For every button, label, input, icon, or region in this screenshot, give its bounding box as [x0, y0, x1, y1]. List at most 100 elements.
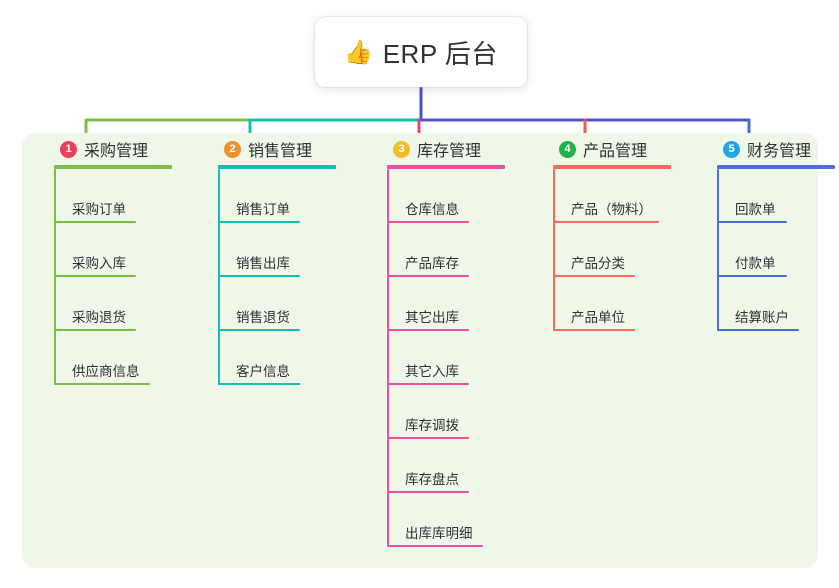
column-header-1[interactable]: 1 采购管理 — [42, 133, 202, 165]
column-title-2: 销售管理 — [248, 143, 313, 160]
list-item-rule — [553, 221, 659, 223]
column-spine-1 — [54, 169, 56, 385]
list-item[interactable]: 出库库明细 — [387, 493, 535, 547]
list-item[interactable]: 产品库存 — [387, 223, 535, 277]
column-badge-3: 3 — [393, 140, 410, 158]
list-item-label: 其它出库 — [405, 310, 459, 326]
column-header-rule-4 — [553, 165, 671, 169]
column-header-5[interactable]: 5 财务管理 — [705, 133, 839, 165]
column-badge-5: 5 — [723, 140, 740, 158]
list-item-label: 出库库明细 — [405, 526, 473, 542]
list-item-rule — [54, 329, 136, 331]
column-title-3: 库存管理 — [417, 143, 482, 160]
list-item-rule — [387, 221, 469, 223]
list-item-rule — [387, 545, 483, 547]
list-item-rule — [387, 383, 469, 385]
list-item[interactable]: 销售退货 — [218, 277, 366, 331]
diagram-panel — [22, 133, 818, 568]
list-item-label: 采购订单 — [72, 202, 126, 218]
list-item[interactable]: 其它出库 — [387, 277, 535, 331]
column-title-5: 财务管理 — [747, 143, 812, 160]
column-items-5: 回款单付款单结算账户 — [717, 169, 839, 331]
thumbs-up-icon: 👍 — [344, 38, 373, 65]
list-item[interactable]: 供应商信息 — [54, 331, 202, 385]
list-item-rule — [218, 221, 300, 223]
list-item-label: 付款单 — [735, 256, 776, 272]
column-2: 2 销售管理销售订单销售出库销售退货客户信息 — [206, 133, 366, 385]
list-item-rule — [387, 437, 469, 439]
list-item[interactable]: 付款单 — [717, 223, 839, 277]
column-5: 5 财务管理回款单付款单结算账户 — [705, 133, 839, 331]
list-item[interactable]: 客户信息 — [218, 331, 366, 385]
root-node-title: ERP 后台 — [382, 38, 498, 69]
list-item-rule — [54, 275, 136, 277]
list-item-label: 仓库信息 — [405, 202, 459, 218]
list-item[interactable]: 采购入库 — [54, 223, 202, 277]
column-items-3: 仓库信息产品库存其它出库其它入库库存调拨库存盘点出库库明细 — [387, 169, 535, 547]
list-item[interactable]: 库存调拨 — [387, 385, 535, 439]
list-item[interactable]: 库存盘点 — [387, 439, 535, 493]
list-item[interactable]: 结算账户 — [717, 277, 839, 331]
list-item-rule — [218, 383, 300, 385]
column-items-4: 产品（物料） 产品分类产品单位 — [553, 169, 701, 331]
list-item-label: 采购入库 — [72, 256, 126, 272]
list-item-label: 销售订单 — [236, 202, 290, 218]
list-item-rule — [387, 329, 469, 331]
column-header-rule-5 — [717, 165, 835, 169]
list-item-rule — [54, 383, 150, 385]
column-title-4: 产品管理 — [583, 143, 648, 160]
list-item[interactable]: 产品单位 — [553, 277, 701, 331]
column-header-2[interactable]: 2 销售管理 — [206, 133, 366, 165]
list-item-label: 产品单位 — [571, 310, 625, 326]
column-4: 4 产品管理产品（物料） 产品分类产品单位 — [541, 133, 701, 331]
list-item-rule — [387, 275, 469, 277]
column-spine-4 — [553, 169, 555, 331]
column-3: 3 库存管理仓库信息产品库存其它出库其它入库库存调拨库存盘点出库库明细 — [375, 133, 535, 547]
column-items-2: 销售订单销售出库销售退货客户信息 — [218, 169, 366, 385]
list-item-rule — [717, 329, 799, 331]
list-item-label: 销售退货 — [236, 310, 290, 326]
list-item-label: 产品分类 — [571, 256, 625, 272]
column-header-3[interactable]: 3 库存管理 — [375, 133, 535, 165]
list-item-rule — [717, 275, 787, 277]
list-item[interactable]: 产品分类 — [553, 223, 701, 277]
column-header-rule-3 — [387, 165, 505, 169]
column-spine-2 — [218, 169, 220, 385]
column-title-1: 采购管理 — [84, 143, 149, 160]
column-badge-1: 1 — [60, 140, 77, 158]
column-badge-2: 2 — [224, 140, 241, 158]
column-header-rule-1 — [54, 165, 172, 169]
list-item-rule — [218, 275, 300, 277]
column-spine-5 — [717, 169, 719, 331]
column-list: 1 采购管理采购订单采购入库采购退货供应商信息 2 销售管理销售订单销售出库销售退货客… — [22, 133, 835, 568]
list-item-rule — [54, 221, 136, 223]
root-node-card[interactable]: 👍 ERP 后台 — [315, 17, 527, 87]
list-item[interactable]: 其它入库 — [387, 331, 535, 385]
column-items-1: 采购订单采购入库采购退货供应商信息 — [54, 169, 202, 385]
column-badge-4: 4 — [559, 140, 576, 158]
list-item-label: 结算账户 — [735, 310, 789, 326]
list-item-label: 采购退货 — [72, 310, 126, 326]
list-item-label: 产品（物料） — [571, 202, 652, 218]
list-item[interactable]: 回款单 — [717, 169, 839, 223]
list-item-rule — [553, 329, 635, 331]
list-item-label: 客户信息 — [236, 364, 290, 380]
list-item[interactable]: 销售出库 — [218, 223, 366, 277]
list-item[interactable]: 仓库信息 — [387, 169, 535, 223]
list-item-label: 产品库存 — [405, 256, 459, 272]
list-item-label: 库存调拨 — [405, 418, 459, 434]
list-item-rule — [717, 221, 787, 223]
list-item[interactable]: 销售订单 — [218, 169, 366, 223]
column-1: 1 采购管理采购订单采购入库采购退货供应商信息 — [42, 133, 202, 385]
list-item-label: 回款单 — [735, 202, 776, 218]
list-item-label: 销售出库 — [236, 256, 290, 272]
list-item[interactable]: 产品（物料） — [553, 169, 701, 223]
column-header-4[interactable]: 4 产品管理 — [541, 133, 701, 165]
column-header-rule-2 — [218, 165, 336, 169]
list-item[interactable]: 采购退货 — [54, 277, 202, 331]
list-item-label: 其它入库 — [405, 364, 459, 380]
column-spine-3 — [387, 169, 389, 547]
list-item[interactable]: 采购订单 — [54, 169, 202, 223]
list-item-rule — [387, 491, 469, 493]
